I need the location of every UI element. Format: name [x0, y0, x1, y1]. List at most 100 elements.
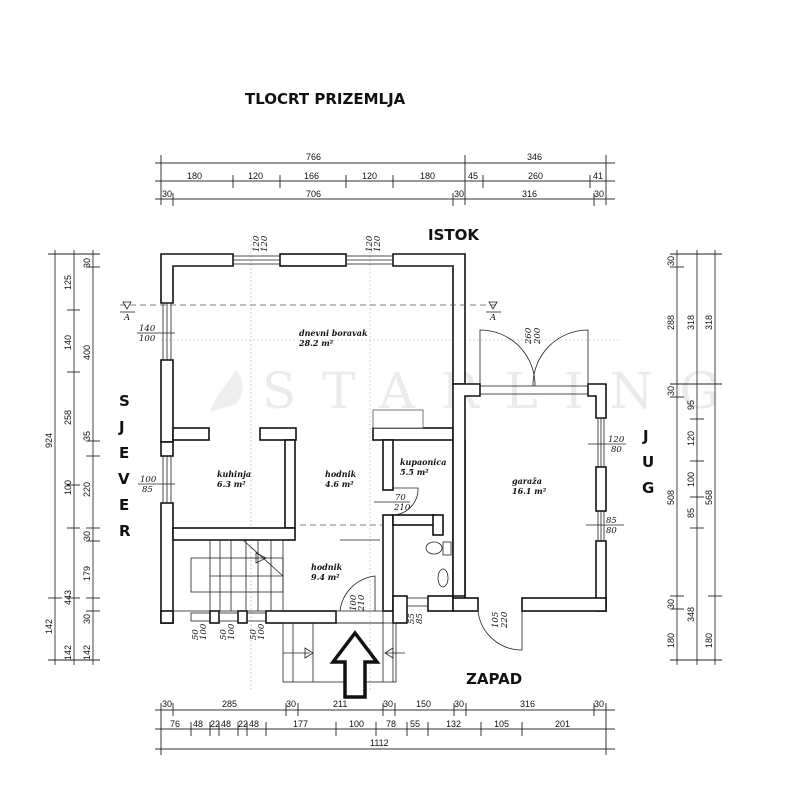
opening-height: 210	[393, 503, 411, 513]
dim-label: 30	[82, 258, 92, 268]
opening-height: 100	[227, 623, 237, 640]
dim-label: 180	[666, 633, 676, 648]
opening-height: 120	[260, 235, 270, 252]
dim-label: 30	[383, 699, 393, 709]
room-area: 9.4 m²	[311, 572, 340, 582]
opening-width: 50	[191, 629, 201, 640]
watermark-text: STARLING	[262, 362, 745, 420]
dim-label: 30	[594, 189, 604, 199]
bird-logo-icon	[210, 370, 243, 412]
bottom-dimensions: 30 285 30 211 30 150 30 316 30 76 48 22 …	[155, 699, 615, 755]
opening-width: 140	[139, 324, 156, 334]
dim-label: 100	[686, 472, 696, 487]
opening-width: 120	[252, 235, 262, 252]
doors	[339, 329, 589, 651]
dim-label: 285	[222, 699, 237, 709]
dim-label: 766	[306, 152, 321, 162]
dim-label: 30	[162, 189, 172, 199]
room-name: hodnik	[311, 562, 343, 572]
opening-height: 85	[415, 613, 425, 624]
page-title: TLOCRT PRIZEMLJA	[245, 90, 406, 108]
watermark: STARLING	[210, 362, 745, 420]
dim-label: 22	[210, 719, 220, 729]
opening-width: 100	[349, 594, 359, 611]
dim-label: 150	[416, 699, 431, 709]
opening-height: 85	[142, 485, 153, 495]
dim-label: 22	[238, 719, 248, 729]
north-letter: V	[118, 470, 130, 488]
dim-label: 100	[349, 719, 364, 729]
walls	[160, 253, 607, 624]
dim-label: 30	[82, 614, 92, 624]
room-area: 4.6 m²	[325, 479, 354, 489]
room-name: garaža	[512, 476, 542, 486]
dim-label: 318	[704, 315, 714, 330]
room-area: 5.5 m²	[400, 467, 429, 477]
room-area: 6.3 m²	[217, 479, 246, 489]
dim-label: 260	[528, 171, 543, 181]
entrance-stairs	[282, 622, 405, 683]
left-dimensions: 924 142 125 140 258 100 443 142 30 400 3…	[44, 250, 100, 665]
dim-label: 78	[386, 719, 396, 729]
opening-height: 200	[533, 327, 543, 345]
dim-label: 211	[333, 699, 347, 709]
toilet-icon	[425, 541, 443, 555]
dim-label: 76	[170, 719, 180, 729]
dim-label: 132	[446, 719, 461, 729]
section-marker-label: A	[123, 313, 130, 323]
north-letter: R	[119, 522, 131, 540]
dim-label: 120	[686, 431, 696, 446]
dim-label: 85	[686, 508, 696, 518]
room-name: kuhinja	[217, 469, 251, 479]
dim-label: 125	[63, 275, 73, 290]
opening-width: 50	[249, 629, 259, 640]
compass-south: J U G	[642, 427, 654, 497]
room-name: kupaonica	[400, 457, 446, 467]
opening-labels: 120 120 120 120 140 100 100 85 70 210 10…	[137, 235, 626, 640]
dim-label: 30	[666, 256, 676, 266]
dim-label: 346	[527, 152, 542, 162]
dim-label: 142	[63, 645, 73, 660]
dim-label: 179	[82, 566, 92, 581]
opening-width: 100	[140, 475, 157, 485]
dim-label: 142	[82, 645, 92, 660]
section-line: A A	[120, 301, 501, 323]
dim-label: 201	[555, 719, 570, 729]
dim-label: 258	[63, 410, 73, 425]
dim-label: 41	[593, 171, 603, 181]
opening-width: 70	[395, 493, 406, 503]
dim-label: 706	[306, 189, 321, 199]
dim-label: 120	[248, 171, 263, 181]
dim-label: 120	[362, 171, 377, 181]
dim-label: 177	[293, 719, 308, 729]
dim-label: 30	[594, 699, 604, 709]
dim-label: 924	[44, 433, 54, 448]
dim-label: 166	[304, 171, 319, 181]
dim-label: 318	[686, 315, 696, 330]
dim-label: 30	[666, 599, 676, 609]
dim-label: 316	[522, 189, 537, 199]
opening-height: 100	[139, 334, 156, 344]
dim-label: 30	[82, 531, 92, 541]
section-marker-label: A	[489, 313, 496, 323]
opening-height: 100	[257, 623, 267, 640]
opening-width: 50	[219, 629, 229, 640]
room-labels: dnevni boravak 28.2 m² kuhinja 6.3 m² ho…	[217, 328, 547, 582]
dim-label: 30	[286, 699, 296, 709]
dim-label: 568	[704, 490, 714, 505]
dim-label: 400	[82, 345, 92, 360]
room-name: dnevni boravak	[299, 328, 368, 338]
sink-icon	[437, 568, 449, 588]
dim-label: 180	[420, 171, 435, 181]
dim-label: 508	[666, 490, 676, 505]
dim-label: 48	[193, 719, 203, 729]
bathroom-fixtures	[425, 541, 452, 588]
compass-north: S J E V E R	[118, 392, 131, 540]
dim-label: 316	[520, 699, 535, 709]
opening-height: 80	[606, 526, 617, 536]
opening-height: 80	[611, 445, 622, 455]
right-dimensions: 30 288 30 508 30 180 318 95 120 100 85 3…	[666, 250, 722, 665]
compass-east: ISTOK	[428, 226, 480, 244]
dim-label: 45	[468, 171, 478, 181]
